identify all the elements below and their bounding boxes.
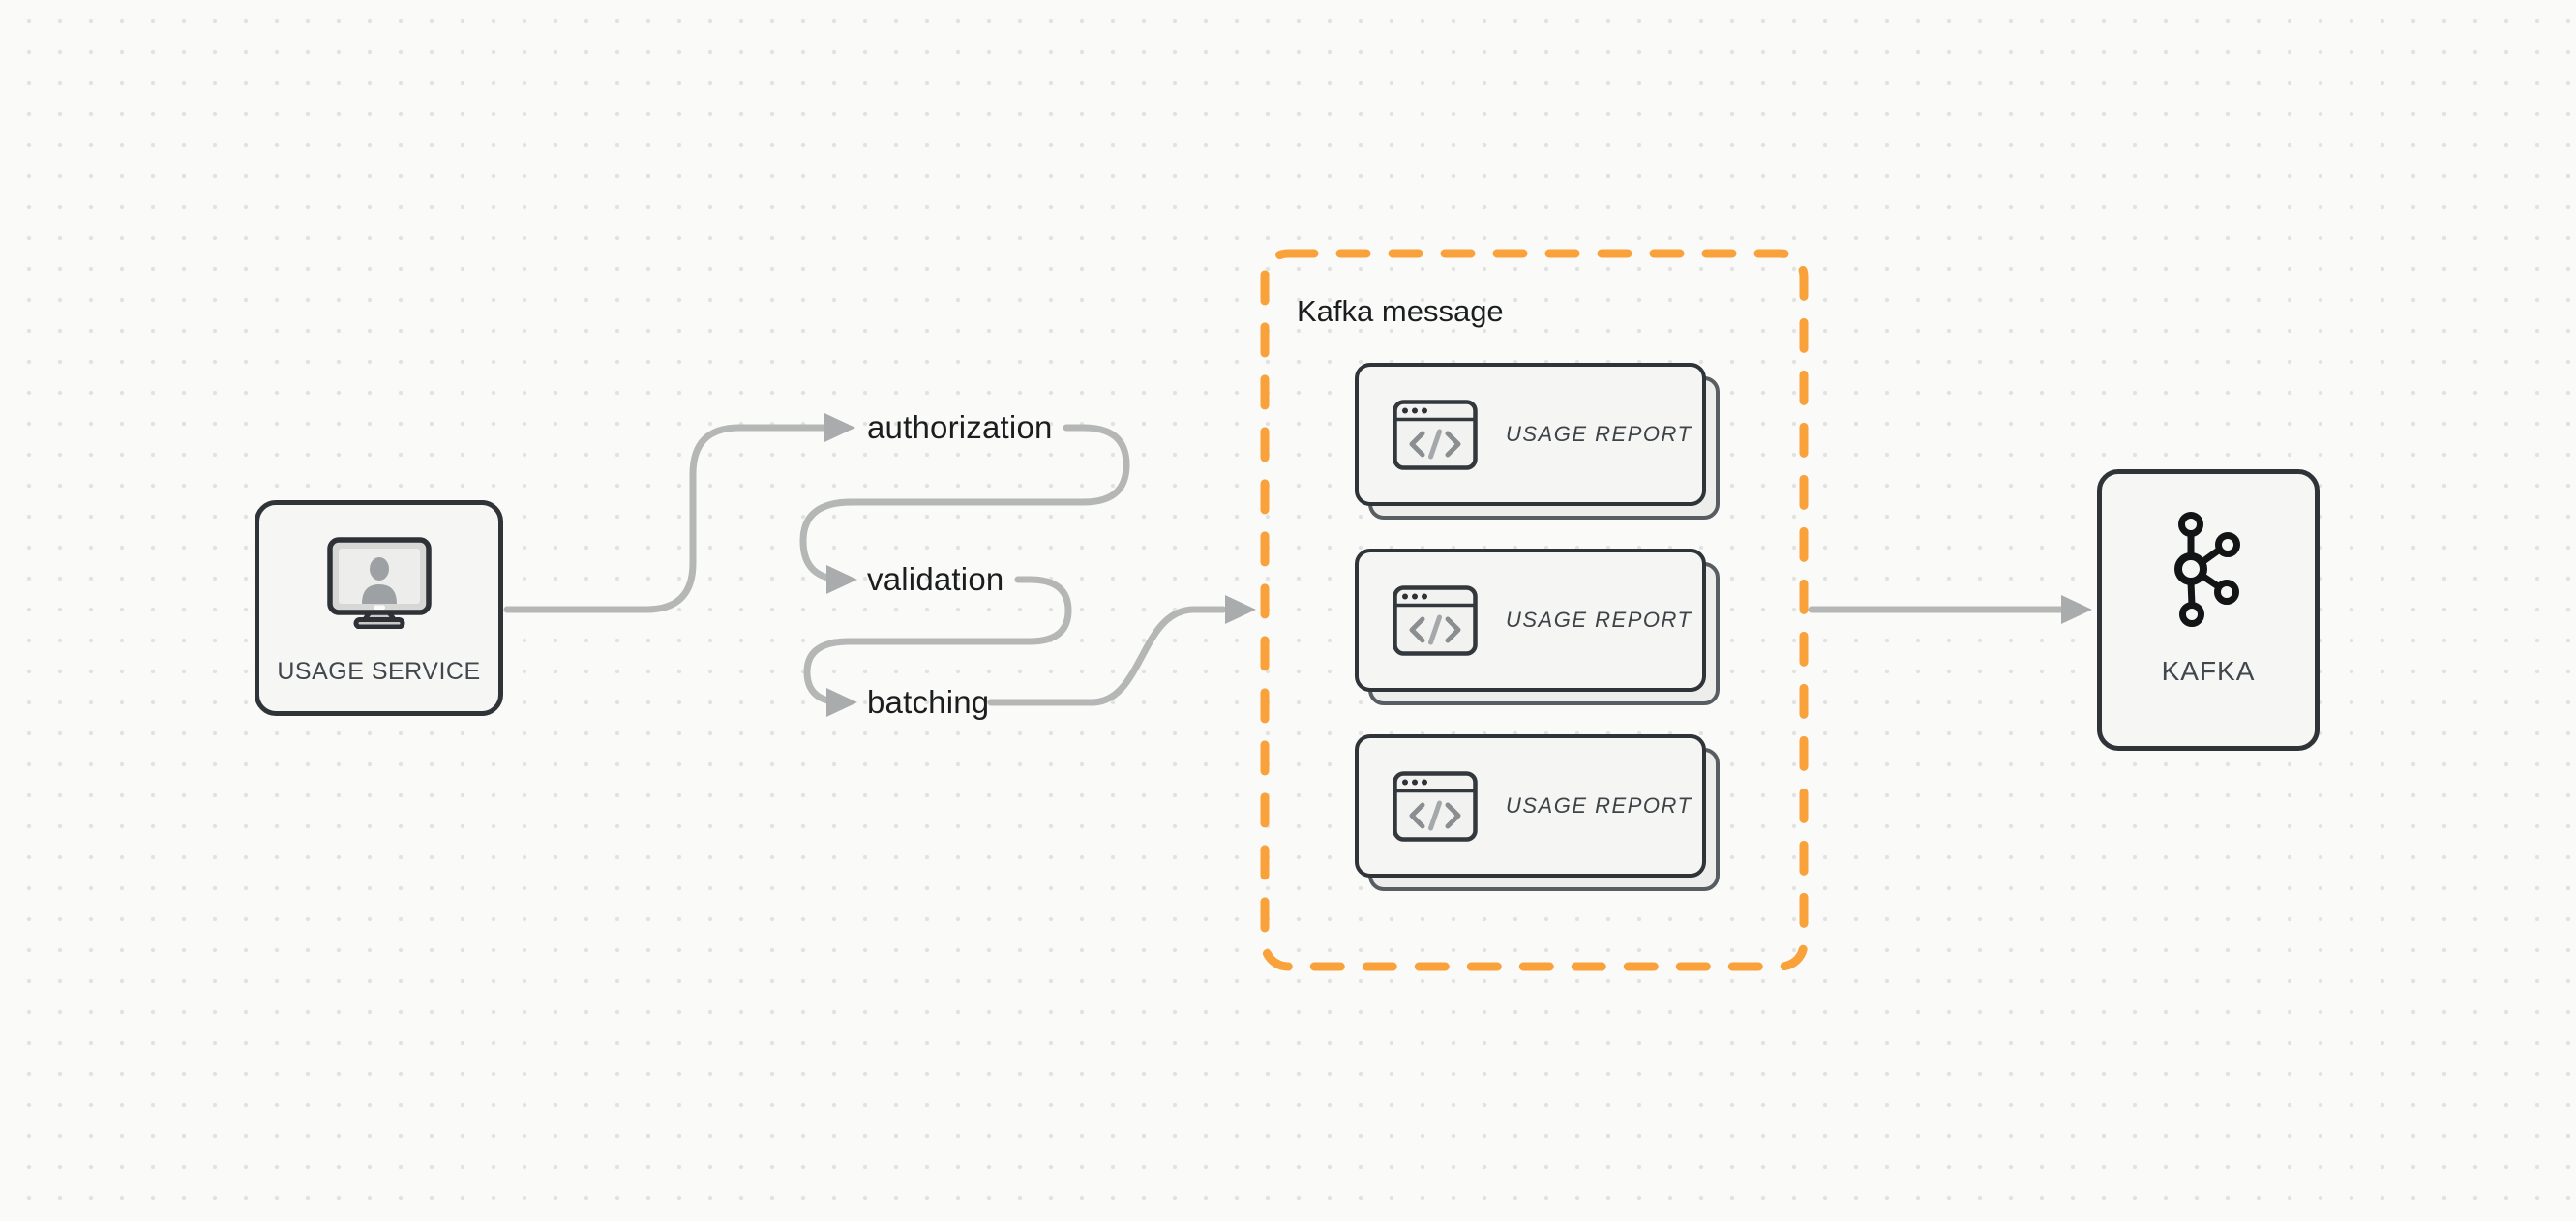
usage-report-card: USAGE REPORT	[1355, 363, 1720, 520]
connector-batching-to-group	[987, 606, 1227, 706]
usage-report-label: USAGE REPORT	[1506, 422, 1692, 446]
monitor-user-icon	[326, 537, 432, 629]
arrow-right-icon	[824, 413, 855, 442]
kafka-logo-icon	[2174, 512, 2240, 627]
card-front: USAGE REPORT	[1355, 734, 1706, 878]
node-kafka: KAFKA	[2097, 469, 2320, 751]
kafka-label: KAFKA	[2161, 656, 2256, 686]
card-front: USAGE REPORT	[1355, 549, 1706, 692]
code-window-icon	[1393, 584, 1478, 656]
usage-report-label: USAGE REPORT	[1506, 608, 1692, 632]
node-usage-service: USAGE SERVICE	[255, 500, 503, 716]
usage-service-label: USAGE SERVICE	[277, 658, 481, 685]
kafka-message-dashed-border	[1260, 249, 1809, 971]
arrowheads	[824, 413, 2092, 717]
connector-validation-to-batching	[803, 576, 1072, 706]
card-front: USAGE REPORT	[1355, 363, 1706, 506]
step-authorization-label: authorization	[867, 409, 1053, 445]
arrow-right-icon	[2061, 595, 2092, 624]
arrow-right-icon	[826, 565, 857, 594]
arrow-right-icon	[1225, 595, 1256, 624]
code-window-icon	[1393, 399, 1478, 470]
step-validation-label: validation	[867, 561, 1004, 597]
connector-authorization-to-validation	[799, 424, 1130, 583]
connector-usage-to-authorization	[503, 424, 828, 613]
arrow-right-icon	[826, 688, 857, 717]
usage-report-card: USAGE REPORT	[1355, 734, 1720, 891]
usage-report-card: USAGE REPORT	[1355, 549, 1720, 705]
step-batching-label: batching	[867, 684, 990, 720]
code-window-icon	[1393, 770, 1478, 842]
usage-report-label: USAGE REPORT	[1506, 793, 1692, 818]
kafka-message-group-title: Kafka message	[1297, 294, 1504, 328]
